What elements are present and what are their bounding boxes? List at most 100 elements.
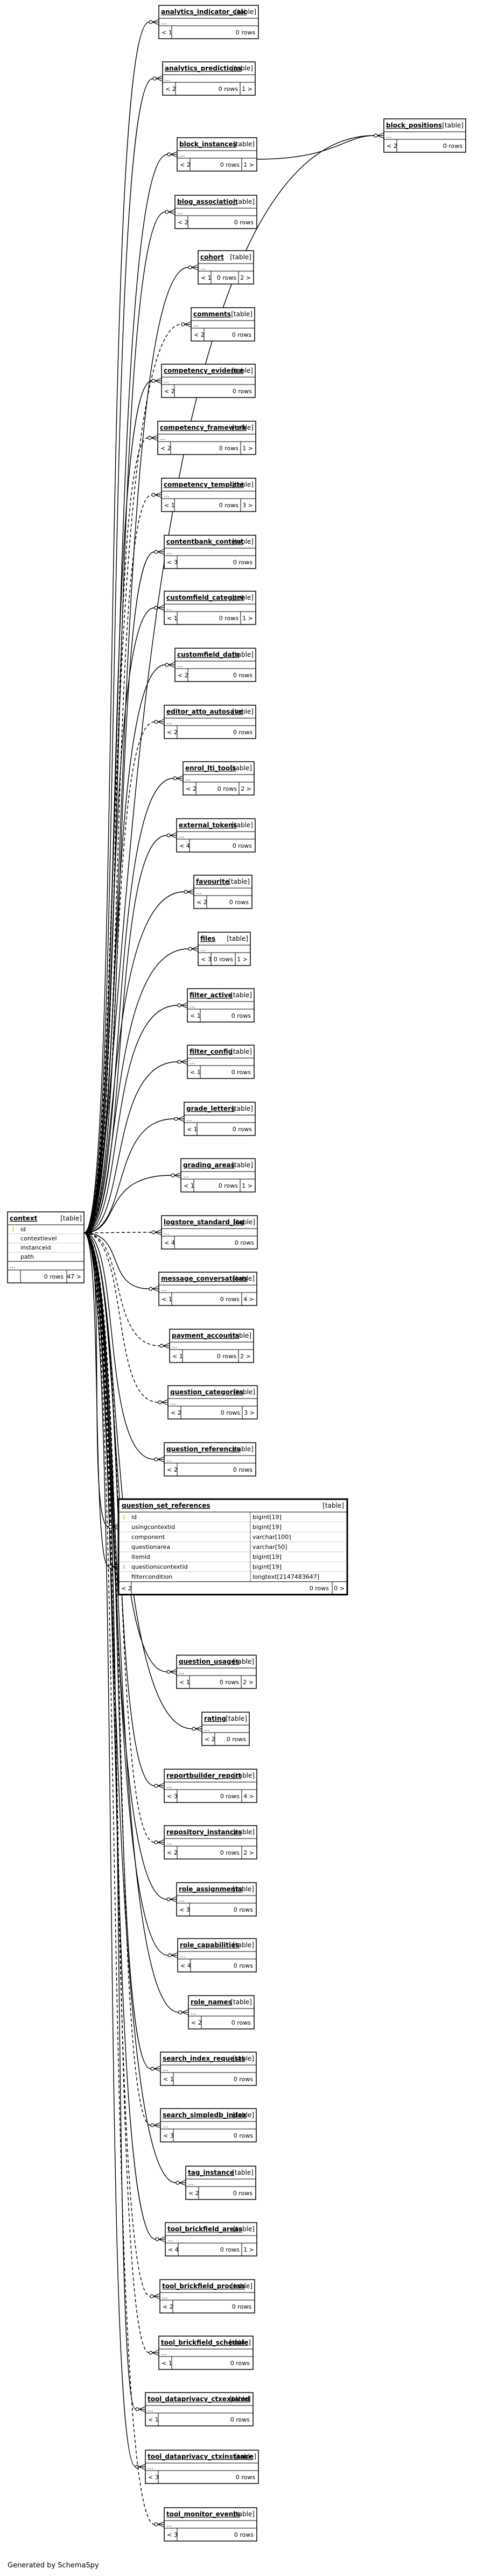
table-border xyxy=(161,1215,258,1250)
table-row-count: 0 rows xyxy=(236,29,256,36)
crow-foot-circle xyxy=(135,2465,139,2469)
table-parents-count: < 1 xyxy=(148,2416,159,2423)
crow-foot-circle xyxy=(154,1840,158,1844)
table-children-count: 1 > xyxy=(242,615,253,622)
table-row-count: 0 rows xyxy=(233,1466,253,1473)
table-parents-count: < 2 xyxy=(171,1409,181,1416)
table-tag: [table] xyxy=(229,2395,251,2403)
table-name: role_assignments xyxy=(179,1885,242,1893)
edge-context-to-editor_atto_autosave xyxy=(83,721,155,1233)
table-name: role_capabilities xyxy=(180,1941,239,1949)
edge-end-analytics_predictions xyxy=(152,75,163,82)
edge-end-qsr-2 xyxy=(108,1563,119,1570)
edge-context-to-tag_instance xyxy=(83,1232,177,2183)
edge-context-to-question_categories xyxy=(83,1232,159,1403)
table-border xyxy=(383,118,466,153)
table-parents-count: < 1 xyxy=(201,274,212,281)
table-parents-count: < 2 xyxy=(205,1736,215,1743)
crow-foot-circle xyxy=(174,1117,178,1121)
table-border xyxy=(161,364,256,398)
edge-context-to-payment_accounts xyxy=(83,1232,160,1346)
table-name: context xyxy=(10,1215,38,1222)
table-tag: [table] xyxy=(229,2339,251,2346)
crow-foot-marks xyxy=(174,1172,181,1179)
column-name: filtercondition xyxy=(131,1573,172,1580)
table-tag: [table] xyxy=(322,1502,344,1509)
crow-foot-circle xyxy=(171,1173,175,1177)
table-row-count: 0 rows xyxy=(230,2416,250,2423)
table-row-count: 0 rows xyxy=(234,2531,254,2538)
table-ellipsis: ... xyxy=(179,832,185,839)
table-children-count: 4 > xyxy=(243,1296,254,1303)
table-border xyxy=(177,137,257,172)
crow-foot-circle xyxy=(177,1003,181,1007)
edge-end-qsr-1 xyxy=(108,1523,119,1530)
table-ellipsis: ... xyxy=(163,2066,169,2073)
table-parents-count: < 2 xyxy=(163,2303,173,2310)
crow-foot-marks xyxy=(158,2236,166,2243)
table-tag: [table] xyxy=(230,253,251,261)
table-tag: [table] xyxy=(226,1715,247,1722)
table-row-count: 0 rows xyxy=(233,559,253,566)
table-row-count: 0 rows xyxy=(221,1409,241,1416)
table-name: block_positions xyxy=(386,122,442,130)
table-row-count: 0 rows xyxy=(219,502,239,509)
table-name: search_index_requests xyxy=(163,2055,245,2063)
table-tag: [table] xyxy=(233,1658,254,1665)
table-children-count: 1 > xyxy=(243,2246,254,2253)
crow-foot-circle xyxy=(152,76,157,81)
crow-foot-circle xyxy=(173,776,177,780)
table-row-count: 0 rows xyxy=(220,1793,240,1800)
table-tag: [table] xyxy=(232,651,254,658)
crow-foot-circle xyxy=(108,1524,113,1529)
crow-foot-marks xyxy=(157,1783,165,1789)
edge-end-repository_instances xyxy=(154,1839,165,1846)
crow-foot-marks xyxy=(170,151,178,158)
table-border xyxy=(158,2336,254,2370)
table-name: search_simpledb_index xyxy=(163,2111,247,2119)
table-name: tool_brickfield_process xyxy=(162,2282,245,2290)
table-ellipsis: ... xyxy=(200,946,206,953)
edge-context-to-message_conversations xyxy=(83,1232,150,1289)
crow-foot-circle xyxy=(151,493,156,497)
table-tag: [table] xyxy=(233,198,255,205)
edge-end-reportbuilder_report xyxy=(154,1783,165,1789)
table-parents-count: < 1 xyxy=(187,1126,198,1133)
table-children-count: 1 > xyxy=(243,161,254,168)
edge-end-analytics_indicator_calc xyxy=(149,19,159,25)
table-row-count: 0 rows xyxy=(217,1353,237,1360)
table-parents-count: < 2 xyxy=(194,331,205,338)
edge-end-comments xyxy=(181,321,192,328)
edge-context-to-qsr-usingcontextid xyxy=(83,1232,109,1528)
column-name: itemid xyxy=(131,1553,150,1560)
table-row-count: 0 rows xyxy=(233,1126,252,1133)
table-parents-count: < 3 xyxy=(167,1793,178,1800)
column-type: bigint[19] xyxy=(252,1514,282,1521)
crow-foot-circle xyxy=(150,2123,155,2127)
table-border xyxy=(187,988,255,1023)
table-border xyxy=(164,1825,257,1860)
table-ellipsis: ... xyxy=(193,321,199,328)
table-row-count: 0 rows xyxy=(220,1296,240,1303)
table-name: tool_dataprivacy_ctxexpired xyxy=(148,2395,250,2403)
crow-foot-marks xyxy=(152,2350,159,2356)
table-ellipsis: ... xyxy=(161,19,167,26)
edge-end-logstore_standard_log xyxy=(151,1229,162,1236)
table-border xyxy=(164,1769,257,1803)
table-ellipsis: ... xyxy=(166,719,172,726)
table-name: filter_active xyxy=(190,991,233,999)
crow-foot-circle xyxy=(135,2407,139,2411)
table-name: files xyxy=(200,935,215,942)
crow-foot-circle xyxy=(159,1344,164,1348)
edge-context-to-search_simpledb_index xyxy=(83,1232,151,2126)
table-row-count: 0 rows xyxy=(235,1239,255,1246)
